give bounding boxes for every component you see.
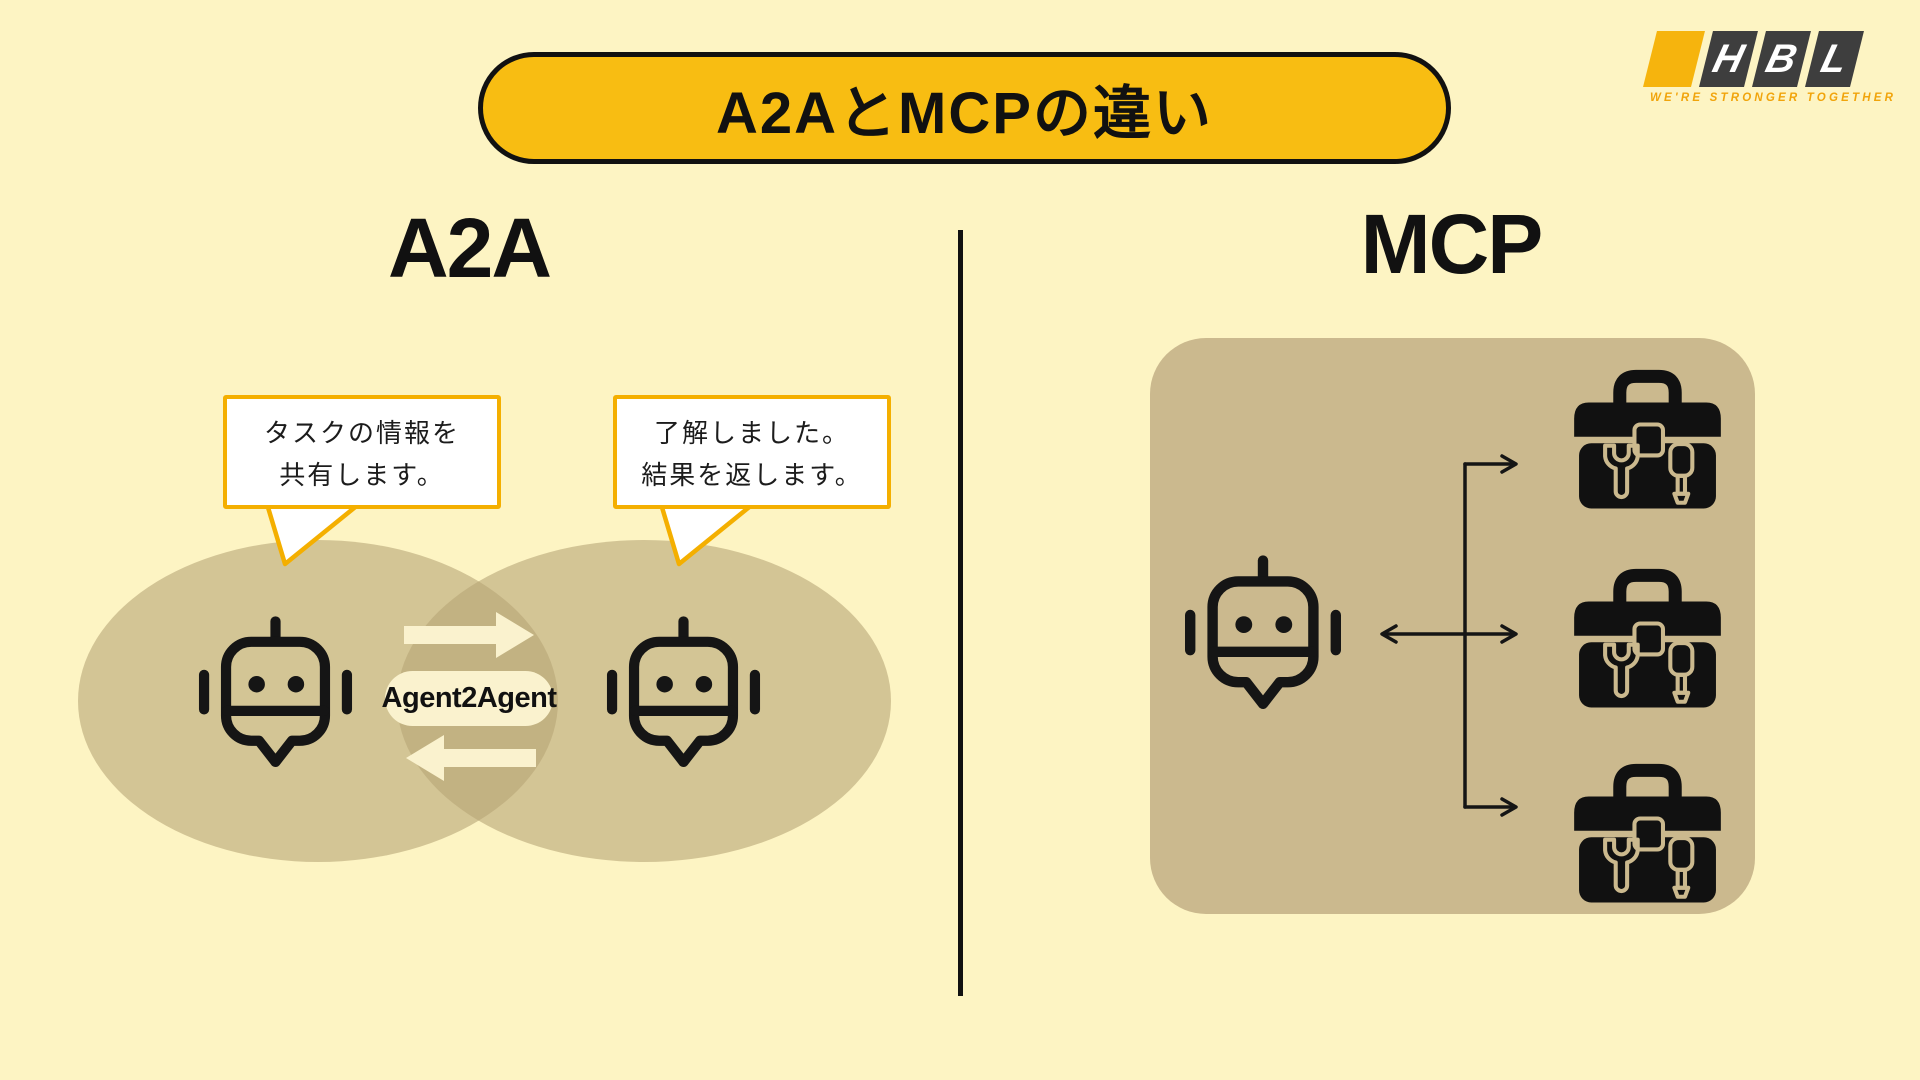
bubble-text-line: 共有します。 xyxy=(279,459,445,490)
mcp-panel xyxy=(1150,338,1755,914)
speech-bubble-left: タスクの情報を 共有します。 xyxy=(223,395,501,509)
logo-tile-l: L xyxy=(1805,31,1864,87)
mcp-heading: MCP xyxy=(1360,197,1544,291)
title-banner: A2AとMCPの違い xyxy=(478,52,1451,164)
toolbox-icon xyxy=(1566,559,1729,710)
section-divider xyxy=(958,230,963,996)
bubble-text-line: タスクの情報を xyxy=(263,417,460,448)
hbl-logo: H B L WE'RE STRONGER TOGETHER xyxy=(1643,30,1893,114)
logo-tiles: H B L xyxy=(1643,30,1864,87)
arrow-left-icon xyxy=(404,733,536,783)
speech-bubble-right: 了解しました。 結果を返します。 xyxy=(613,395,891,509)
agent2agent-label: Agent2Agent xyxy=(382,671,557,726)
toolbox-icon xyxy=(1566,360,1729,511)
logo-letter: B xyxy=(1761,37,1802,81)
bubble-text-line: 了解しました。 xyxy=(653,417,850,448)
logo-tagline: WE'RE STRONGER TOGETHER xyxy=(1650,92,1897,104)
arrow-right-icon xyxy=(404,610,536,660)
bubble-text-line: 結果を返します。 xyxy=(641,459,863,490)
connector-arrows xyxy=(1380,454,1518,817)
logo-tile-h: H xyxy=(1699,31,1758,87)
speech-bubble-tail xyxy=(658,504,758,570)
logo-letter: H xyxy=(1708,37,1749,81)
page-title: A2AとMCPの違い xyxy=(716,81,1213,146)
a2a-heading: A2A xyxy=(387,201,552,295)
robot-icon xyxy=(193,612,358,769)
robot-icon xyxy=(601,612,766,769)
logo-accent-tile xyxy=(1643,31,1705,87)
logo-tile-b: B xyxy=(1752,31,1811,87)
speech-bubble-tail xyxy=(264,504,364,570)
logo-letter: L xyxy=(1816,37,1853,81)
toolbox-icon xyxy=(1566,754,1729,905)
